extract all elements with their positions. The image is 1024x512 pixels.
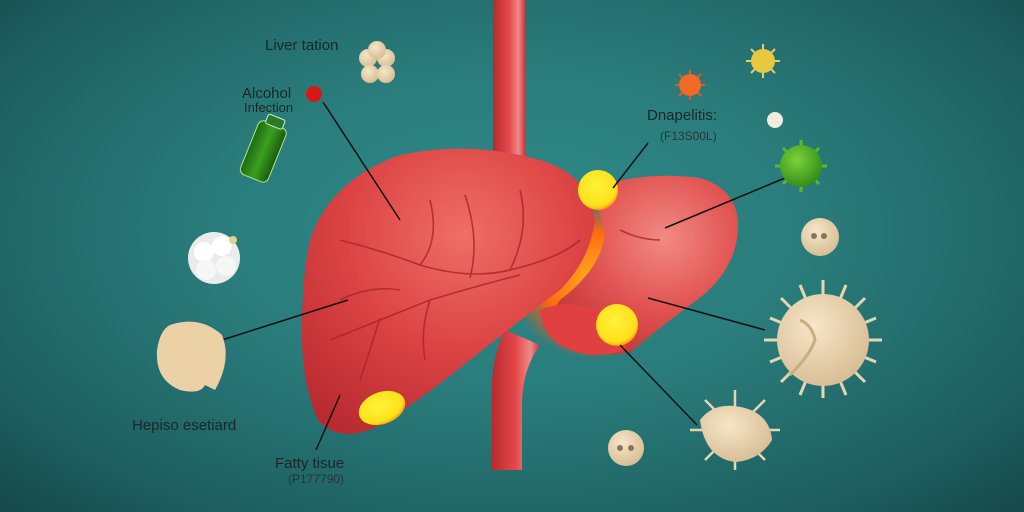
lesion-bottom (358, 390, 406, 426)
spiky-cell-large-icon (764, 280, 882, 398)
red-pill-icon (306, 86, 322, 102)
liver-veins (329, 189, 661, 381)
label-liver-tation: Liver tation (265, 37, 339, 54)
leader-lines (221, 101, 786, 451)
lesions (358, 170, 638, 426)
spiky-cell-small-icon (690, 390, 780, 470)
small-round-cell-icon (608, 430, 644, 466)
vessel (491, 0, 540, 470)
label-fatty-tissue: Fatty tisue (275, 455, 345, 472)
label-alcohol: Alcohol (242, 85, 292, 102)
label-hepiso: Hepiso esetiard (132, 417, 237, 434)
alcohol-bottle-icon (239, 113, 287, 183)
round-cell-icon (801, 218, 839, 256)
label-fatty-code: (P177790) (288, 472, 345, 486)
fat-cell-cluster-icon (188, 232, 240, 284)
label-dnapelitis: Dnapelitis: (647, 107, 718, 124)
lesion-top (578, 170, 618, 210)
small-bead-icon (767, 112, 783, 128)
label-infection: Infection (244, 100, 294, 115)
fat-cell-icon (156, 321, 226, 392)
yellow-virus-icon (746, 44, 780, 78)
liver-left-lobe (301, 148, 595, 434)
cell-cluster-icon (359, 41, 395, 83)
green-virus-icon (775, 140, 827, 192)
label-dnapelitis-code: (F13S00L) (660, 129, 717, 143)
lesion-middle (596, 304, 638, 346)
liver-right-lobe (553, 175, 739, 355)
orange-virus-icon (675, 70, 705, 100)
